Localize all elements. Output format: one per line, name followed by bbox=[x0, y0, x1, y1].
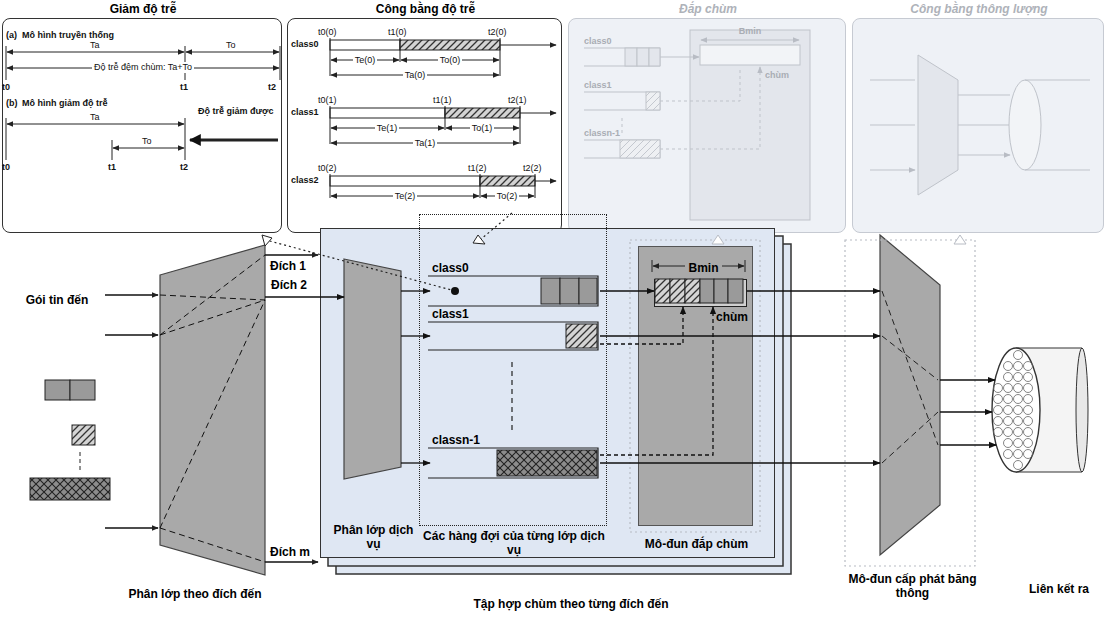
annotation-label: t2 bbox=[268, 82, 276, 93]
node-label: Liên kết ra bbox=[1028, 582, 1090, 596]
node-label: Giảm độ trễ bbox=[3, 3, 283, 17]
annotation-label: t2(0) bbox=[488, 27, 507, 38]
node-label: class1 bbox=[432, 307, 512, 321]
node-label: Đắp chùm bbox=[569, 3, 847, 17]
annotation-label: To(2) bbox=[495, 191, 520, 202]
connector-arrow bbox=[401, 462, 430, 463]
connector-arrow bbox=[265, 296, 344, 297]
annotation-label: Te(1) bbox=[375, 123, 400, 134]
node-label: Mô-đun cấp phát băng thông bbox=[840, 572, 985, 600]
annotation-label: Mô hình giảm độ trễ bbox=[22, 98, 108, 109]
annotation-label: t0 bbox=[2, 162, 10, 173]
connector-arrow bbox=[940, 411, 992, 412]
annotation-label: chùm bbox=[765, 70, 789, 81]
classifier-trapezoid: Phân lớp dịch vụ bbox=[344, 259, 401, 479]
connector-arrow bbox=[401, 335, 430, 336]
node-label: Tập hợp chùm theo từng đích đến bbox=[441, 597, 701, 611]
annotation-label: t0(1) bbox=[318, 95, 337, 106]
node-label: Các hàng đợi của từng lớp dịch vụ bbox=[416, 529, 612, 557]
connector-arrow bbox=[600, 335, 880, 336]
node-outline bbox=[160, 245, 265, 575]
annotation-label: To bbox=[142, 136, 152, 147]
bandwidth-trapezoid: Mô-đun cấp phát băng thông bbox=[880, 235, 940, 555]
annotation-label: Gói tin đến bbox=[18, 293, 96, 307]
node-outline bbox=[880, 235, 940, 555]
annotation-label: Ta(1) bbox=[413, 138, 438, 149]
edge-label: Đích 2 bbox=[271, 278, 307, 292]
connector-arrow bbox=[600, 307, 713, 455]
annotation-label: t1 bbox=[180, 82, 188, 93]
annotation-label: Đích m bbox=[270, 545, 310, 559]
feature-panel: Giảm độ trễ bbox=[2, 18, 282, 233]
annotation-label: Đích 1 bbox=[270, 259, 306, 273]
annotation-label: Ta bbox=[90, 40, 100, 51]
annotation-label: class1 bbox=[291, 107, 319, 118]
annotation-label: To bbox=[226, 40, 236, 51]
node-label: Mô-đun đắp chùm bbox=[624, 537, 769, 551]
annotation-label: Bmin bbox=[739, 26, 762, 37]
annotation-label: t2(1) bbox=[508, 95, 527, 106]
output-fiber: Liên kết ra bbox=[990, 345, 1090, 475]
connector-arrow bbox=[600, 462, 880, 463]
connector-arrow bbox=[940, 379, 995, 380]
annotation-label: (b) bbox=[6, 98, 18, 109]
connector-arrow bbox=[747, 290, 880, 291]
annotation-label: Ta(0) bbox=[403, 70, 428, 81]
annotation-label: Te(2) bbox=[393, 191, 418, 202]
annotation-label: t1(1) bbox=[433, 95, 452, 106]
annotation-label: To(1) bbox=[470, 123, 495, 134]
annotation-label: Mô hình truyền thống bbox=[22, 30, 114, 41]
classifier-trapezoid: Phân lớp theo đích đến bbox=[160, 245, 265, 575]
connector-arrow bbox=[401, 290, 430, 291]
annotation-label: Te(0) bbox=[353, 55, 378, 66]
connector-arrow bbox=[600, 290, 654, 291]
node-label: classn-1 bbox=[432, 433, 522, 447]
annotation-label: t2 bbox=[180, 162, 188, 173]
annotation-label: t1 bbox=[108, 162, 116, 173]
node-label: Công bằng thông lượng bbox=[853, 3, 1105, 17]
annotation-label: Độ trễ đệm chùm: Ta+To bbox=[92, 62, 194, 73]
annotation-label: Ta bbox=[90, 112, 100, 123]
annotation-label: t1(2) bbox=[468, 163, 487, 174]
node-label: Bmin bbox=[685, 261, 722, 275]
annotation-label: t0(2) bbox=[318, 163, 337, 174]
annotation-label: class0 bbox=[291, 39, 319, 50]
annotation-label: t1(0) bbox=[388, 27, 407, 38]
annotation-label: classn-1 bbox=[584, 128, 620, 139]
node-outline bbox=[990, 345, 1090, 475]
queue-group: Các hàng đợi của từng lớp dịch vụclass0c… bbox=[419, 214, 607, 526]
annotation-label: t0(0) bbox=[318, 27, 337, 38]
node-label: Phân lớp theo đích đến bbox=[125, 587, 265, 601]
annotation-label: To(0) bbox=[438, 55, 463, 66]
connector-arrow bbox=[940, 444, 996, 445]
node-sublabel: chùm bbox=[685, 310, 748, 324]
annotation-label: t0 bbox=[2, 82, 10, 93]
connector-arrow bbox=[600, 307, 683, 344]
annotation-label: t2(2) bbox=[523, 163, 542, 174]
node-label: Phân lớp dịch vụ bbox=[326, 523, 421, 551]
node-label: Công bằng độ trễ bbox=[288, 3, 563, 17]
annotation-label: class1 bbox=[584, 80, 612, 91]
node-outline bbox=[344, 259, 401, 479]
annotation-label: class2 bbox=[291, 175, 319, 186]
node-label: class0 bbox=[432, 261, 512, 275]
annotation-label: class0 bbox=[584, 36, 612, 47]
annotation-label: Độ trễ giảm được bbox=[198, 106, 280, 117]
annotation-label: (a) bbox=[6, 30, 17, 41]
